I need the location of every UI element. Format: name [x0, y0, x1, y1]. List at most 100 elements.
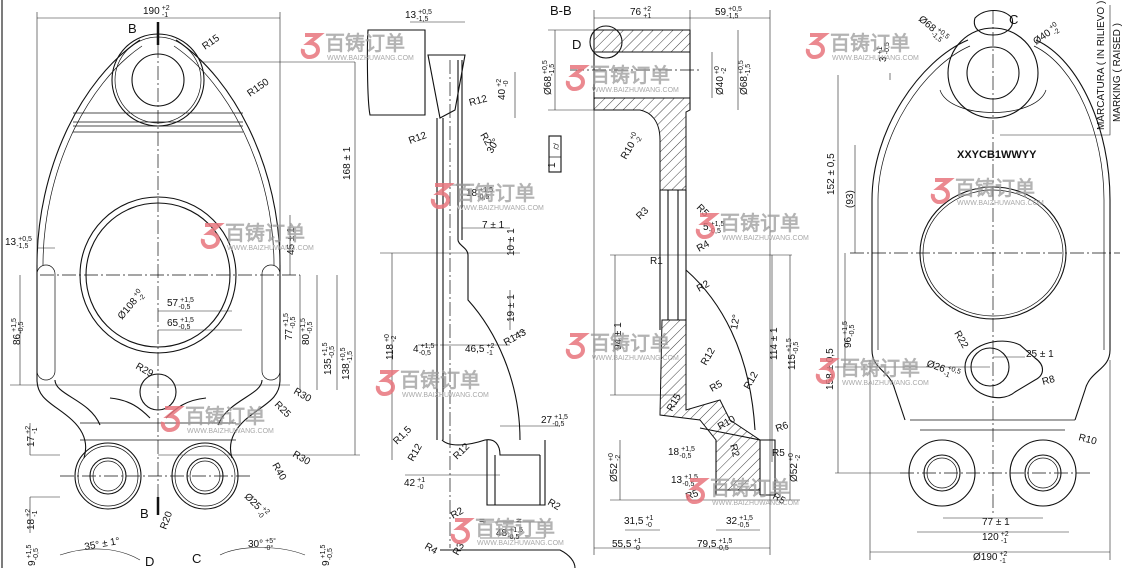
dimension-side-18: 42+1-0: [404, 477, 425, 491]
dimension-section-5: R10+0-2: [618, 131, 644, 163]
dimension-value: R12: [742, 370, 761, 392]
upper-tolerance: +0,5: [18, 236, 32, 243]
dimension-front-23: 35° ± 1°: [84, 536, 121, 553]
lower-tolerance: -0,5: [18, 321, 25, 333]
dimension-value: 10 ± 1: [506, 228, 517, 256]
dimension-value: 120: [982, 532, 999, 543]
lower-tolerance: -0: [646, 522, 652, 529]
dimension-value: 77: [284, 328, 295, 340]
dimension-section-33: 79,5+1,5-0,5: [697, 538, 732, 552]
watermark-url: WWW.BAIZHUWANG.COM: [832, 55, 919, 62]
dimension-side-3: R12: [407, 130, 428, 147]
watermark-url: WWW.BAIZHUWANG.COM: [592, 355, 679, 362]
marking-code: XXYCB1WWYY: [957, 149, 1037, 161]
upper-tolerance: +1,5: [300, 318, 307, 332]
lower-tolerance: -0,5: [419, 350, 431, 357]
dimension-side-25: =: [516, 516, 522, 527]
dimension-value: 76: [630, 7, 642, 18]
dimension-front-9: 86+1,5-0,5: [11, 318, 25, 345]
marking-label-it: MARCATURA ( IN RILIEVO ): [1096, 1, 1107, 130]
dimension-value: R12: [407, 130, 428, 147]
dimension-rear-11: R10: [1077, 432, 1098, 447]
dimension-front-7: 57+1,5-0,5: [167, 297, 194, 311]
watermark-logo-icon: [300, 33, 325, 60]
dimension-section-8: 5+1,5-0,5: [703, 221, 724, 235]
lower-tolerance: -2: [138, 293, 147, 302]
dimension-value: 13: [405, 10, 417, 21]
dimension-front-16: R25: [272, 399, 293, 420]
lower-tolerance: -1,5: [745, 64, 752, 76]
dimension-side-10: 118+0-2: [384, 334, 398, 360]
upper-tolerance: +1,5: [842, 321, 849, 335]
lower-tolerance: -1: [162, 12, 168, 19]
dimension-value: 4: [413, 344, 419, 355]
dimension-value: Ø108: [116, 296, 140, 322]
detail-d-circle: [589, 25, 623, 59]
watermark-brand: 百铸订单: [325, 31, 405, 55]
dimension-value: 80: [301, 333, 312, 345]
watermark-brand: 百铸订单: [400, 368, 480, 392]
lower-tolerance: -0,5: [679, 453, 691, 460]
dimension-value: R30: [292, 386, 314, 405]
cylindricity-symbol-icon: ⌭: [551, 142, 562, 150]
rear-view: [835, 5, 1120, 560]
dimension-front-25: 30°+5°-0°: [248, 537, 276, 552]
watermark-url: WWW.BAIZHUWANG.COM: [722, 235, 809, 242]
dimension-section-31: 32+1,5-0,5: [726, 515, 753, 529]
lower-tolerance: -0,5: [329, 346, 336, 358]
dimension-front-1: R15: [200, 33, 222, 53]
lower-tolerance: -0,5: [884, 42, 891, 54]
dimension-value: 42: [404, 478, 416, 489]
watermark-logo-icon: [375, 370, 400, 397]
dimension-value: Ø52: [789, 463, 800, 482]
dimension-section-30: 31,5+1-0: [624, 515, 654, 529]
lower-tolerance: -0,5: [737, 522, 749, 529]
section-hatch-top: [593, 29, 691, 53]
dimension-side-12: 46,5+2-1: [465, 343, 495, 357]
dimension-front-10: 77+1,5-0,5: [283, 313, 297, 340]
lower-tolerance: -0,5: [290, 316, 297, 328]
dimension-value: 135: [323, 358, 334, 375]
lower-tolerance: -0,5: [552, 421, 564, 428]
watermark-url: WWW.BAIZHUWANG.COM: [457, 205, 544, 212]
upper-tolerance: +2: [496, 79, 503, 87]
lower-tolerance: -0,5: [682, 481, 694, 488]
dimension-value: R4: [423, 541, 440, 557]
dimension-value: R8: [1041, 374, 1057, 388]
lower-tolerance: -1,5: [16, 243, 28, 250]
left-lower-boss: [74, 442, 142, 510]
upper-tolerance: +2: [486, 343, 494, 350]
dimension-value: 45 ± 1: [286, 227, 297, 255]
dimension-front-20: Ø25+2-0: [240, 491, 270, 521]
dimension-side-1: R12: [468, 93, 489, 108]
upper-tolerance: +1: [417, 477, 425, 484]
lower-tolerance: -1,5: [416, 16, 428, 23]
watermark-logo-icon: [565, 65, 590, 92]
lower-tolerance: -0: [417, 484, 423, 491]
marking-label-en: MARKING ( RAISED ): [1112, 23, 1123, 122]
dimension-value: R2: [727, 443, 741, 459]
lower-tolerance: -1: [1001, 538, 1007, 545]
dimension-value: 40: [497, 88, 508, 100]
upper-tolerance: +0,5: [542, 60, 549, 74]
dimension-side-7: 7 ± 1: [482, 220, 505, 231]
watermark-url: WWW.BAIZHUWANG.COM: [227, 245, 314, 252]
dimension-value: (93): [845, 190, 856, 208]
upper-tolerance: +0: [714, 66, 721, 74]
upper-tolerance: +2: [260, 505, 271, 516]
dimension-value: 35° ± 1°: [84, 536, 121, 553]
upper-tolerance: +1,5: [509, 527, 523, 534]
lower-tolerance: -0,5: [307, 321, 314, 333]
dimension-section-27: 13+1,5-0,5: [671, 474, 698, 488]
upper-tolerance: +2: [25, 509, 32, 517]
dimension-value: R3: [634, 205, 651, 222]
dimension-value: 94 ± 1: [613, 322, 624, 350]
watermark-brand: 百铸订单: [590, 331, 670, 355]
dimension-value: 79,5: [697, 539, 717, 550]
